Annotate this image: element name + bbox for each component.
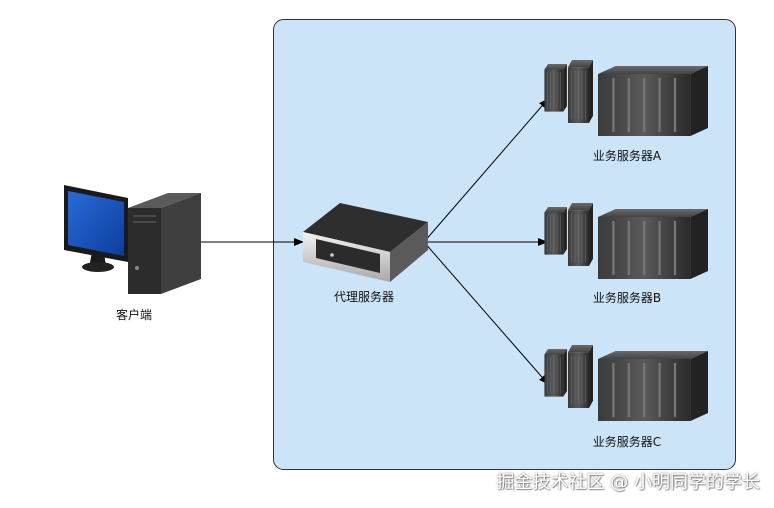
- server-b-label: 业务服务器B: [592, 291, 662, 305]
- edge-proxy-server-a: [423, 98, 549, 243]
- desktop-computer-icon: [64, 185, 201, 294]
- client-label: 客户端: [115, 308, 153, 322]
- server-c-label: 业务服务器C: [592, 435, 662, 449]
- proxy-server-icon: [303, 203, 428, 282]
- proxy-server-label: 代理服务器: [333, 290, 395, 304]
- edge-proxy-server-c: [423, 241, 549, 385]
- watermark: 掘金技术社区 @ 小明同学的学长: [496, 472, 760, 493]
- server-a-label: 业务服务器A: [592, 149, 662, 163]
